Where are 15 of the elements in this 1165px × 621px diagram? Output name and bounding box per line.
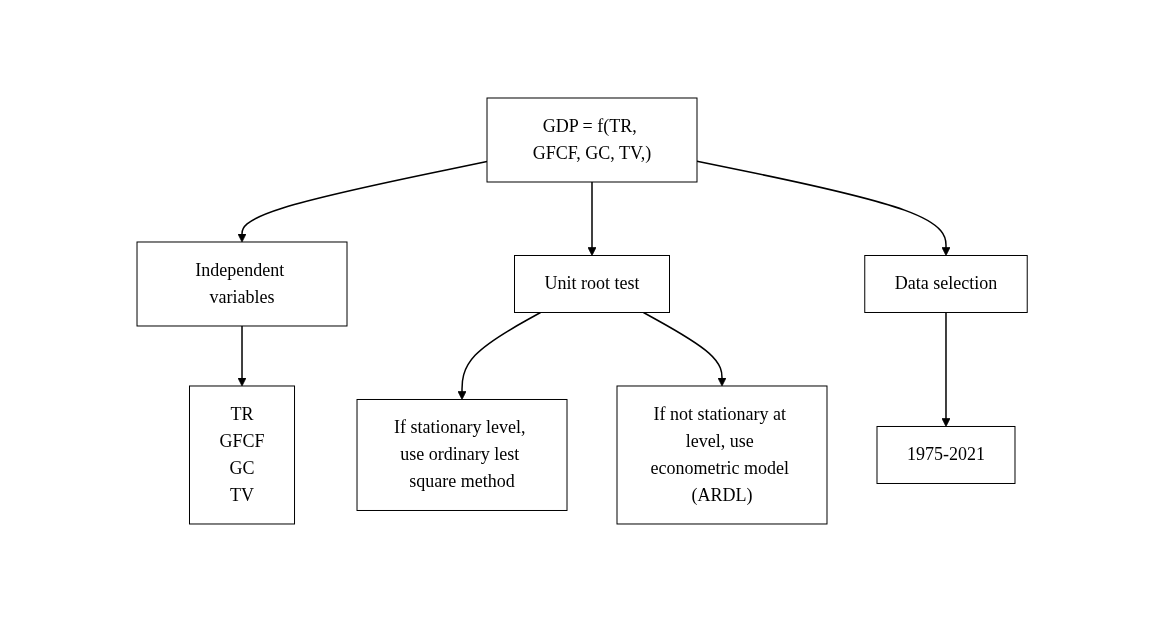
arrow xyxy=(941,311,951,427)
arrow xyxy=(458,311,542,400)
node-box: Independent variables xyxy=(136,241,348,326)
node-box: If stationary level, use ordinary lest square method xyxy=(356,398,568,511)
arrow xyxy=(696,160,951,256)
arrow xyxy=(643,311,727,386)
node-box: 1975-2021 xyxy=(876,425,1016,484)
arrow xyxy=(588,180,597,256)
node-box: If not stationary at level, use econometric model (ARDL) xyxy=(616,385,828,524)
node-box: Unit root test xyxy=(514,254,671,313)
arrow xyxy=(238,160,489,242)
node-box: TR GFCF GC TV xyxy=(189,385,296,524)
arrow xyxy=(238,324,247,386)
node-box: GDP = f(TR, GFCF, GC, TV,) xyxy=(486,97,698,182)
node-box: Data selection xyxy=(864,254,1029,313)
